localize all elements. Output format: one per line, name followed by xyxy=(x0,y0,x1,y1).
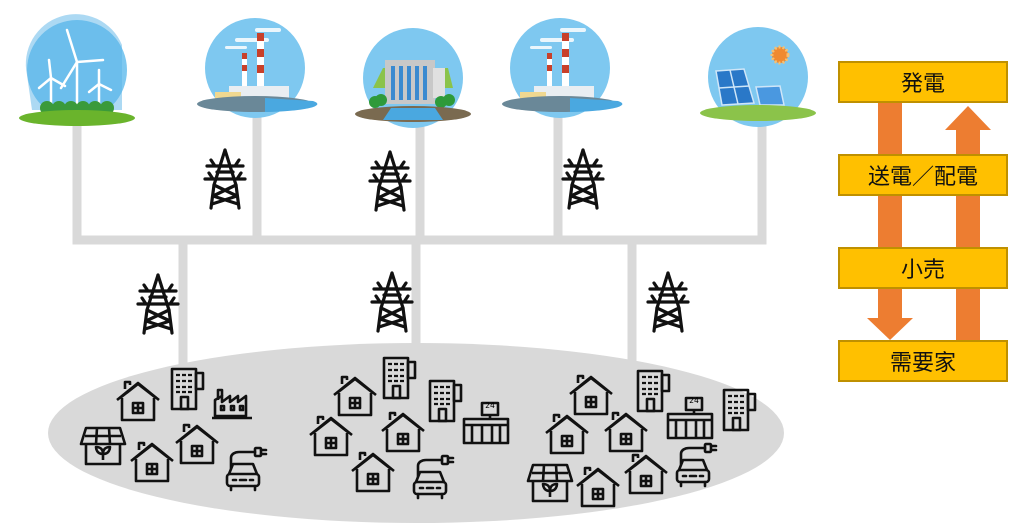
thermal-plant-icon xyxy=(502,18,623,118)
store-sign-text: 24 xyxy=(485,401,495,410)
store-sign-text: 24 xyxy=(689,396,699,405)
flow-step-consumer: 需要家 xyxy=(838,340,1008,382)
consumer-area xyxy=(48,343,784,523)
flow-step-label: 発電 xyxy=(900,72,945,97)
flow-step-label: 小売 xyxy=(900,258,945,283)
flow-step-retail: 小売 xyxy=(838,247,1008,289)
up-arrow-head xyxy=(945,106,991,130)
transmission-tower-icon xyxy=(203,148,247,210)
flow-arrows xyxy=(867,100,991,340)
transmission-tower-icon xyxy=(561,148,605,210)
hydro-dam-icon xyxy=(355,28,471,128)
power-lines xyxy=(72,100,767,370)
flow-step-transmission: 送電／配電 xyxy=(838,154,1008,196)
flow-step-generation: 発電 xyxy=(838,61,1008,103)
transmission-tower-icon xyxy=(368,150,412,212)
solar-panel-icon xyxy=(698,25,818,129)
transmission-tower-icon xyxy=(370,271,414,333)
flow-step-label: 需要家 xyxy=(889,351,956,376)
down-arrow-head xyxy=(867,318,913,340)
transmission-tower-icon xyxy=(646,271,690,333)
wind-turbine-icon xyxy=(17,12,137,128)
transmission-tower-icon xyxy=(136,273,180,335)
thermal-plant-icon xyxy=(197,18,318,118)
flow-step-label: 送電／配電 xyxy=(867,165,978,190)
